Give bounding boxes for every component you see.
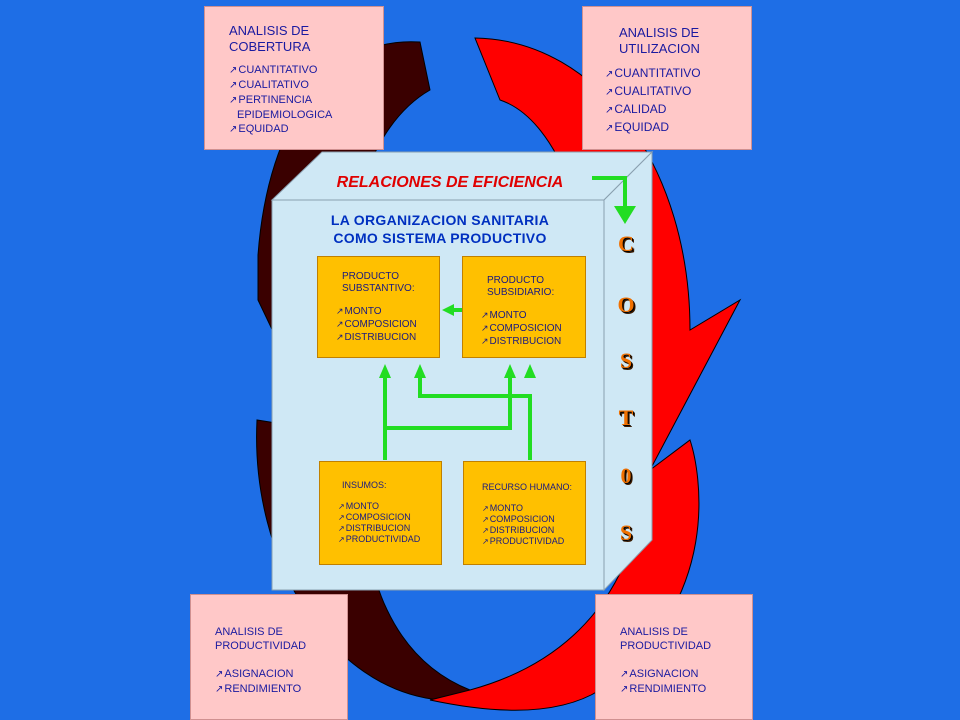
substantive-item: DISTRIBUCION <box>336 331 439 344</box>
subsidiary-product-card: PRODUCTO SUBSIDIARIO: MONTO COMPOSICION … <box>462 256 586 358</box>
arrowhead-subsidiary-left <box>504 364 516 378</box>
inputs-item: DISTRIBUCION <box>338 523 441 534</box>
human-resource-item: DISTRIBUCION <box>482 525 585 536</box>
connector-inputs-link <box>385 376 512 430</box>
costs-letter: S <box>619 520 633 545</box>
inputs-item: PRODUCTIVIDAD <box>338 534 441 545</box>
productivity-left-title-line2: PRODUCTIVIDAD <box>215 640 307 652</box>
arrowhead-substantive-right <box>414 364 426 378</box>
coverage-title-line2: COBERTURA <box>229 39 311 54</box>
subsidiary-title-line2: SUBSIDIARIO: <box>487 287 555 298</box>
utilization-item: EQUIDAD <box>605 119 751 137</box>
productivity-left-item: ASIGNACION <box>215 667 347 682</box>
human-resource-item: COMPOSICION <box>482 514 585 525</box>
connector-arrowheads <box>379 206 636 378</box>
organization-title: LA ORGANIZACION SANITARIA COMO SISTEMA P… <box>290 211 590 247</box>
utilization-analysis-box: ANALISIS DE UTILIZACION CUANTITATIVO CUA… <box>582 6 752 150</box>
productivity-analysis-box-left: ANALISIS DE PRODUCTIVIDAD ASIGNACION REN… <box>190 594 348 720</box>
inputs-item: MONTO <box>338 501 441 512</box>
human-resource-item: PRODUCTIVIDAD <box>482 536 585 547</box>
utilization-title-line1: ANALISIS DE <box>619 25 700 40</box>
coverage-analysis-title: ANALISIS DE COBERTURA <box>229 23 383 55</box>
costs-letter: O <box>617 292 635 317</box>
human-resource-item: MONTO <box>482 503 585 514</box>
costs-letter: S <box>619 348 633 373</box>
substantive-title-line1: PRODUCTO <box>342 271 400 282</box>
costs-letter: T <box>618 405 634 430</box>
human-resource-title: RECURSO HUMANO: <box>482 482 573 492</box>
coverage-item: CUALITATIVO <box>229 78 383 93</box>
substantive-title-line2: SUBSTANTIVO: <box>342 283 415 294</box>
utilization-item: CALIDAD <box>605 101 751 119</box>
productivity-left-title: ANALISIS DE PRODUCTIVIDAD <box>215 625 347 653</box>
arrowhead-to-substantive <box>442 304 454 316</box>
coverage-item: CUANTITATIVO <box>229 63 383 78</box>
coverage-sub-item: EPIDEMIOLOGICA <box>237 109 333 121</box>
connector-relations-to-costs <box>592 176 627 210</box>
inputs-title: INSUMOS: <box>342 480 387 490</box>
substantive-item: MONTO <box>336 305 439 318</box>
utilization-analysis-title: ANALISIS DE UTILIZACION <box>605 25 751 57</box>
coverage-item: PERTINENCIA <box>229 93 383 108</box>
productivity-right-title-line2: PRODUCTIVIDAD <box>620 640 712 652</box>
substantive-product-card: PRODUCTO SUBSTANTIVO: MONTO COMPOSICION … <box>317 256 440 358</box>
green-connectors <box>383 176 627 460</box>
human-resource-card: RECURSO HUMANO: MONTO COMPOSICION DISTRI… <box>463 461 586 565</box>
productivity-left-title-line1: ANALISIS DE <box>215 626 283 638</box>
productivity-right-title: ANALISIS DE PRODUCTIVIDAD <box>620 625 752 653</box>
subsidiary-title-line1: PRODUCTO <box>487 275 545 286</box>
subsidiary-item: MONTO <box>481 309 585 322</box>
coverage-title-line1: ANALISIS DE <box>229 23 310 38</box>
arrowhead-to-costs <box>614 206 636 224</box>
coverage-analysis-box: ANALISIS DE COBERTURA CUANTITATIVO CUALI… <box>204 6 384 150</box>
arrowhead-subsidiary-right <box>524 364 536 378</box>
utilization-item: CUALITATIVO <box>605 83 751 101</box>
organization-title-line2: COMO SISTEMA PRODUCTIVO <box>333 230 547 246</box>
utilization-title-line2: UTILIZACION <box>619 41 700 56</box>
productivity-right-title-line1: ANALISIS DE <box>620 626 688 638</box>
inputs-item: COMPOSICION <box>338 512 441 523</box>
coverage-item: EQUIDAD <box>229 122 383 137</box>
substantive-title: PRODUCTO SUBSTANTIVO: <box>336 271 439 295</box>
productivity-left-item: RENDIMIENTO <box>215 682 347 697</box>
productivity-right-item: RENDIMIENTO <box>620 682 752 697</box>
organization-title-line1: LA ORGANIZACION SANITARIA <box>330 212 550 228</box>
arrowhead-substantive-left <box>379 364 391 378</box>
connector-human-up <box>418 376 532 460</box>
inputs-card: INSUMOS: MONTO COMPOSICION DISTRIBUCION … <box>319 461 442 565</box>
efficiency-relations-title: RELACIONES DE EFICIENCIA <box>336 174 564 191</box>
subsidiary-item: DISTRIBUCION <box>481 335 585 348</box>
productivity-analysis-box-right: ANALISIS DE PRODUCTIVIDAD ASIGNACION REN… <box>595 594 753 720</box>
substantive-item: COMPOSICION <box>336 318 439 331</box>
subsidiary-item: COMPOSICION <box>481 322 585 335</box>
costs-letter: C <box>618 231 634 256</box>
utilization-item: CUANTITATIVO <box>605 65 751 83</box>
subsidiary-title: PRODUCTO SUBSIDIARIO: <box>481 275 585 299</box>
costs-letter: 0 <box>620 463 632 488</box>
productivity-right-item: ASIGNACION <box>620 667 752 682</box>
